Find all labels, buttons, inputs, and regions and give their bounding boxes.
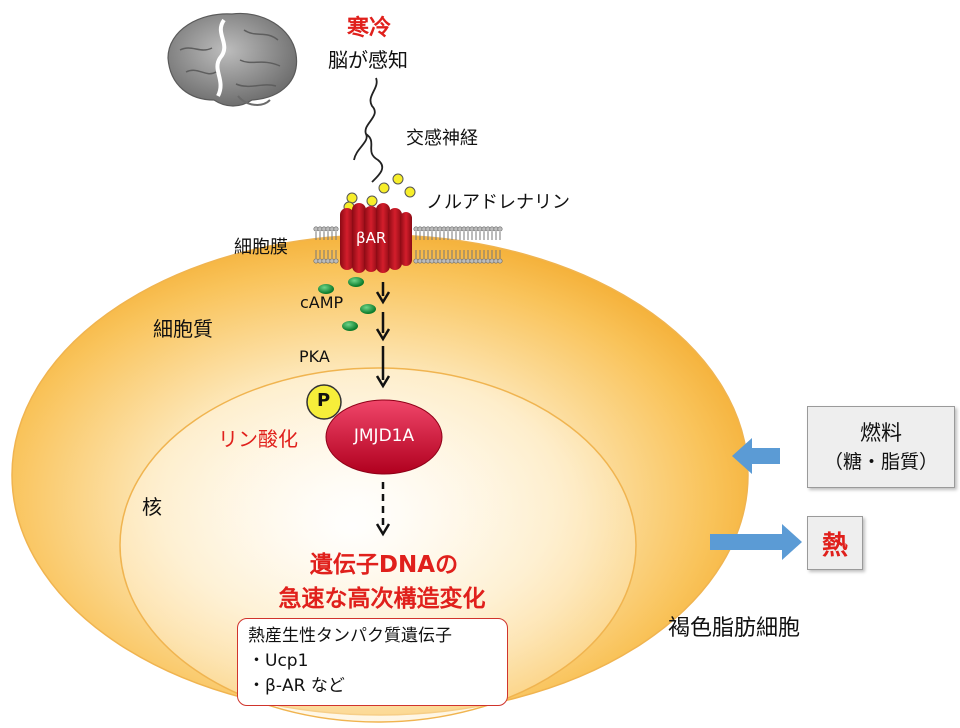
signal-arrows — [375, 282, 391, 537]
noradrenaline-label: ノルアドレナリン — [426, 192, 570, 213]
pka-label: PKA — [299, 347, 330, 366]
heat-box: 熱 — [807, 516, 863, 570]
thermogenic-genes-title: 熱産生性タンパク質遺伝子 — [248, 626, 452, 646]
phosphate-p-label: P — [317, 390, 331, 411]
fuel-label: 燃料 — [860, 421, 902, 445]
cell-membrane-label: 細胞膜 — [234, 237, 288, 258]
brain-icon — [167, 12, 298, 107]
cell-membrane — [313, 226, 503, 264]
beta-ar-label: βAR — [356, 229, 387, 247]
gene-item-beta-ar: ・β-AR など — [248, 676, 345, 696]
cold-label: 寒冷 — [347, 16, 392, 41]
beta-adrenergic-receptor — [340, 203, 412, 273]
nerve-fiber — [353, 77, 384, 183]
result-line-2: 急速な高次構造変化 — [278, 586, 486, 612]
cytoplasm-label: 細胞質 — [153, 317, 213, 341]
jmjd1a-label: JMJD1A — [353, 426, 415, 446]
heat-label: 熱 — [821, 530, 848, 561]
fuel-sub-label: （糖・脂質） — [823, 451, 938, 473]
phosphorylation-label: リン酸化 — [218, 427, 298, 451]
heat-output-arrow — [710, 524, 802, 560]
fuel-input-arrow — [732, 438, 780, 474]
brown-adipocyte-label: 褐色脂肪細胞 — [668, 616, 801, 641]
camp-molecules — [318, 277, 376, 331]
camp-label: cAMP — [300, 293, 344, 312]
result-line-1: 遺伝子DNAの — [309, 552, 459, 578]
nucleus-label: 核 — [142, 495, 162, 519]
sympathetic-nerve-label: 交感神経 — [406, 128, 478, 149]
thermogenic-genes-box: 熱産生性タンパク質遺伝子 ・Ucp1 ・β-AR など — [237, 618, 508, 706]
gene-item-ucp1: ・Ucp1 — [248, 651, 309, 671]
phosphate-group — [306, 384, 342, 420]
fuel-box: 燃料 （糖・脂質） — [807, 406, 955, 488]
jmjd1a-enzyme — [325, 399, 443, 475]
brain-sense-label: 脳が感知 — [328, 48, 408, 72]
